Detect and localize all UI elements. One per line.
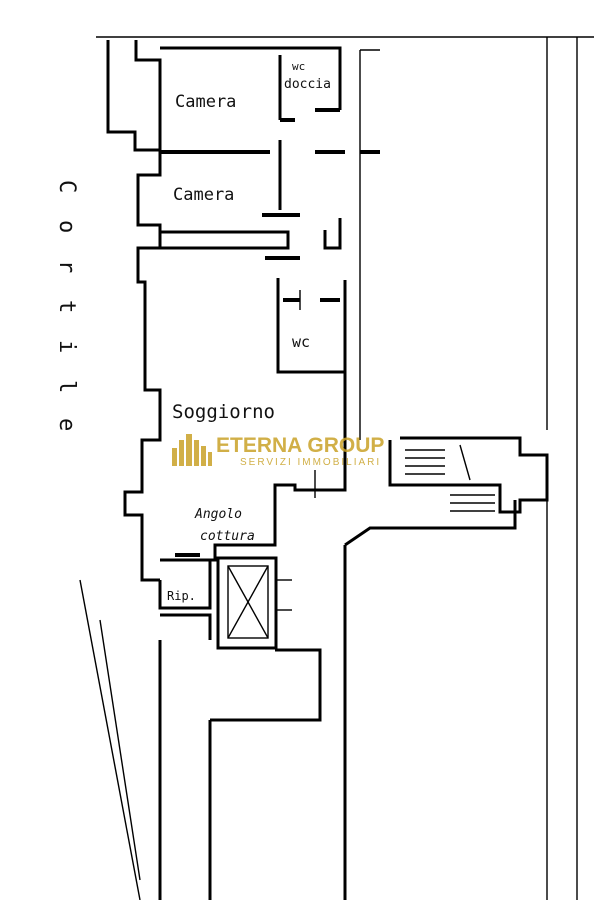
room-label-wc: wc <box>292 333 310 351</box>
room-label-soggiorno: Soggiorno <box>172 401 275 423</box>
cortile-label: C o r t i l e <box>54 180 79 431</box>
cortile-letter: i <box>54 340 79 353</box>
building-logo-icon <box>172 434 212 466</box>
watermark-name: ETERNA GROUP <box>216 434 384 457</box>
cortile-letter: C <box>54 180 79 193</box>
room-label-wc-doccia-2: doccia <box>284 77 331 92</box>
street-edge <box>79 579 141 900</box>
left-exterior-wall <box>106 40 162 582</box>
outer-boundary <box>96 36 594 900</box>
room-label-rip: Rip. <box>167 589 196 603</box>
cortile-letter: l <box>54 380 79 393</box>
room-label-angolo: Angolo <box>194 507 242 522</box>
cortile-letter: t <box>54 300 79 313</box>
room-label-wc-doccia-1: wc <box>292 60 305 73</box>
cortile-letter: o <box>54 220 79 233</box>
cortile-letter: e <box>54 418 79 431</box>
eterna-group-watermark: ETERNA GROUP SERVIZI IMMOBILIARI <box>172 434 384 468</box>
room-labels: Camera wc doccia Camera wc Soggiorno Ang… <box>167 60 331 603</box>
interior-walls <box>158 46 517 900</box>
room-label-camera-1: Camera <box>175 92 236 112</box>
watermark-tagline: SERVIZI IMMOBILIARI <box>240 457 381 468</box>
cortile-letter: r <box>54 260 79 273</box>
staircase <box>388 436 549 514</box>
room-label-camera-2: Camera <box>173 185 234 205</box>
room-label-cottura: cottura <box>200 529 255 544</box>
